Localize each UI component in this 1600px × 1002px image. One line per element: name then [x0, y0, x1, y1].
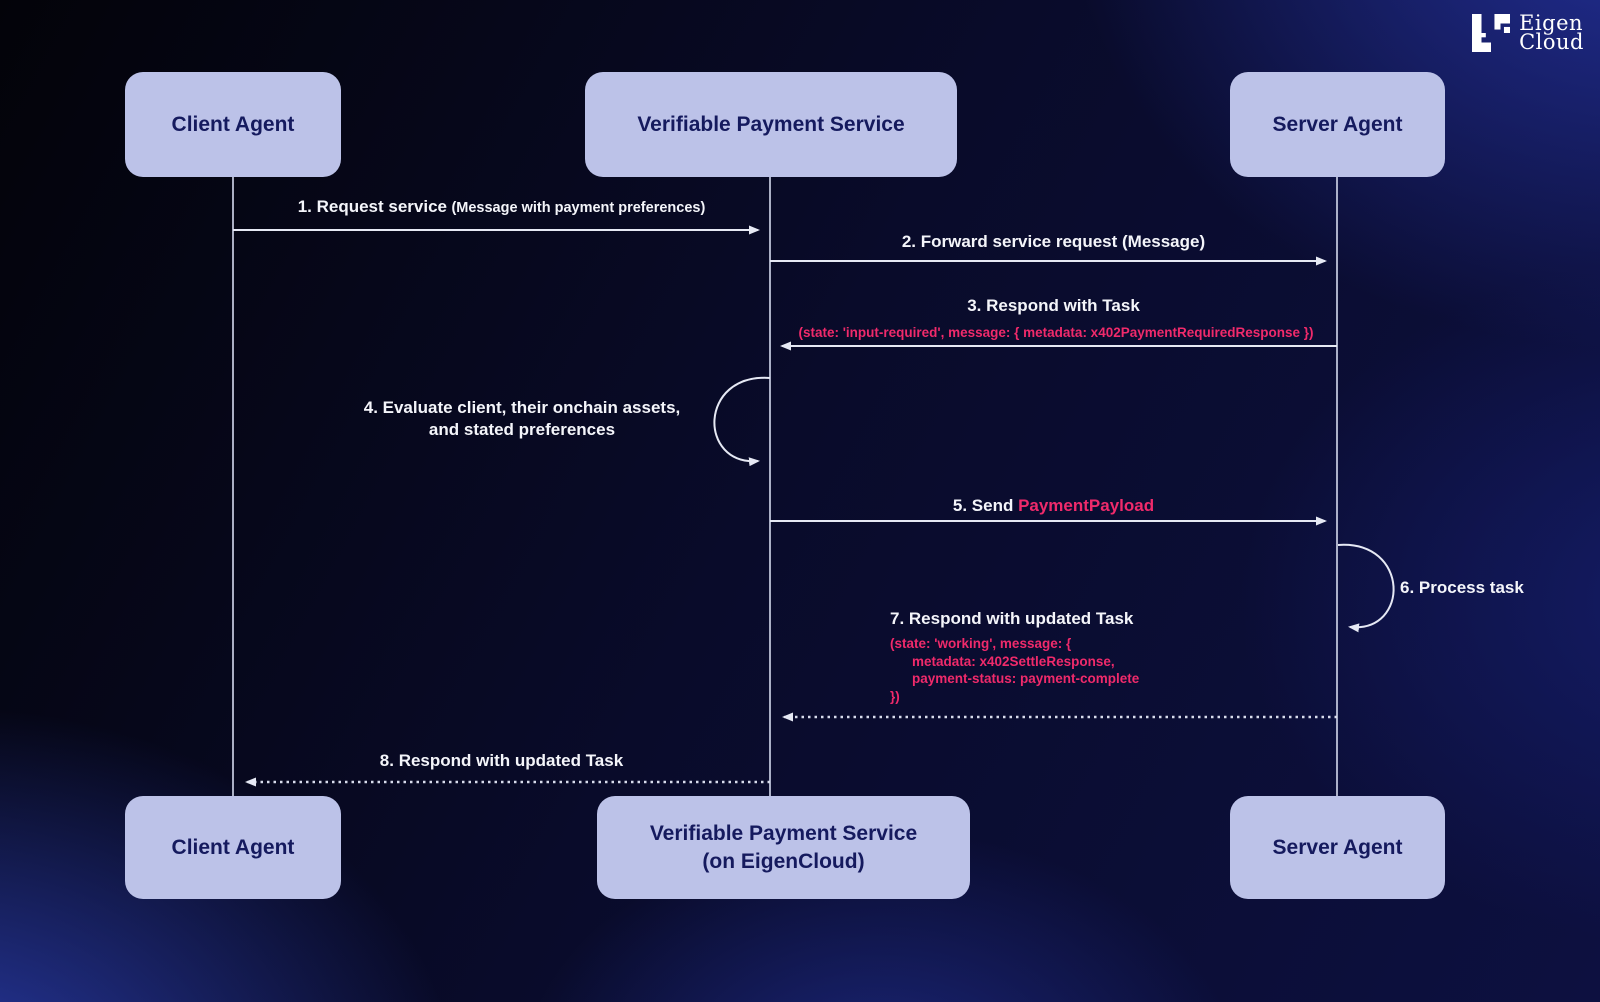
actor-top-server-agent: Server Agent	[1230, 72, 1445, 177]
message-7-code: (state: 'working', message: { metadata: …	[890, 635, 1139, 705]
eigencloud-logo-text: Eigen Cloud	[1519, 11, 1584, 54]
message-7-code-line3: payment-status: payment-complete	[912, 671, 1140, 686]
message-1-label: 1. Request service (Message with payment…	[233, 197, 770, 217]
eigencloud-logo: Eigen Cloud	[1472, 11, 1584, 55]
message-7-code-line4: })	[890, 688, 900, 704]
actor-label: Client Agent	[171, 835, 295, 859]
actor-bottom-server-agent: Server Agent	[1230, 796, 1445, 899]
message-3-code: (state: 'input-required', message: { met…	[798, 325, 1314, 340]
self-loop-4-evaluate	[713, 376, 771, 467]
self-loop-6-process-task	[1337, 543, 1395, 633]
actor-label-line2: (on EigenCloud)	[702, 849, 865, 873]
actor-top-client-agent: Client Agent	[125, 72, 341, 177]
message-6-label: 6. Process task	[1400, 578, 1524, 597]
message-7-label: 7. Respond with updated Task	[890, 609, 1134, 628]
message-7-code-line2: metadata: x402SettleResponse,	[912, 653, 1115, 669]
message-1-title: 1. Request service	[297, 197, 447, 216]
message-5-label: 5. Send PaymentPayload	[770, 496, 1337, 516]
message-8-label: 8. Respond with updated Task	[379, 751, 624, 770]
message-4-line2: and stated preferences	[428, 420, 616, 439]
actor-bottom-payment-service: Verifiable Payment Service (on EigenClou…	[597, 796, 970, 899]
actor-bottom-client-agent: Client Agent	[125, 796, 341, 899]
message-5-prefix: 5. Send	[952, 496, 1019, 515]
message-4-label: 4. Evaluate client, their onchain assets…	[322, 397, 722, 441]
actor-label: Client Agent	[171, 112, 295, 136]
message-2-label: 2. Forward service request (Message)	[901, 232, 1206, 251]
eigencloud-logo-icon	[1472, 14, 1511, 52]
message-3-label: 3. Respond with Task	[967, 296, 1140, 315]
actor-label-line1: Verifiable Payment Service	[649, 821, 918, 845]
message-7-code-line1: (state: 'working', message: {	[890, 636, 1072, 651]
message-1-detail: (Message with payment preferences)	[451, 200, 706, 216]
message-5-highlight: PaymentPayload	[1018, 496, 1155, 515]
actor-top-payment-service: Verifiable Payment Service	[585, 72, 957, 177]
actor-label: Verifiable Payment Service	[637, 112, 905, 136]
message-4-line1: 4. Evaluate client, their onchain assets…	[363, 398, 681, 417]
logo-word-cloud: Cloud	[1519, 30, 1584, 54]
actor-label: Server Agent	[1272, 112, 1403, 136]
actor-label: Server Agent	[1272, 835, 1403, 859]
logo-word-eigen: Eigen	[1519, 11, 1584, 35]
